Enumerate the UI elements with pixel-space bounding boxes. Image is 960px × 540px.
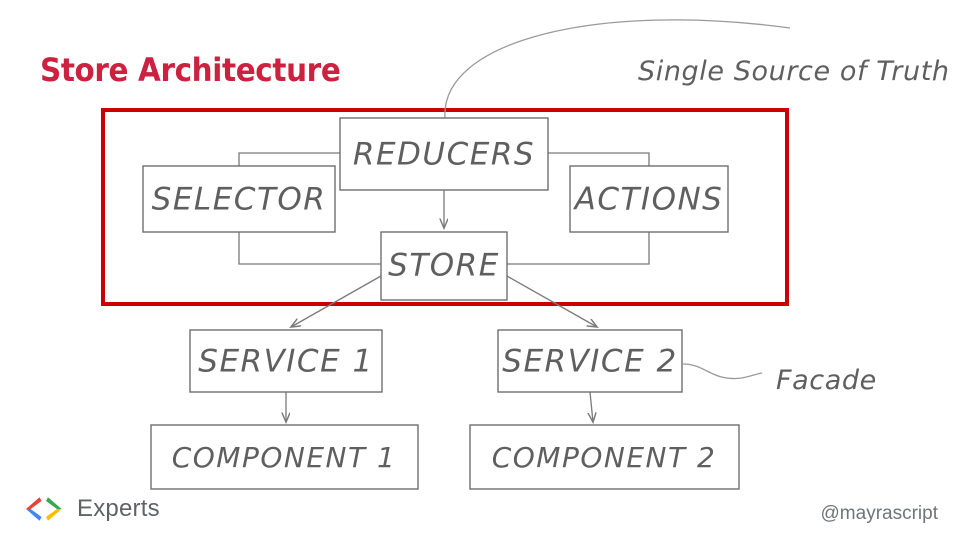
author-handle: @mayrascript bbox=[820, 503, 938, 524]
edge-service2-component2 bbox=[590, 391, 593, 422]
node-component2: COMPONENT 2 bbox=[469, 424, 740, 490]
node-label-service2: SERVICE 2 bbox=[502, 344, 677, 380]
node-store: STORE bbox=[380, 231, 508, 301]
node-selector: SELECTOR bbox=[142, 165, 336, 233]
node-service2: SERVICE 2 bbox=[497, 329, 683, 393]
annotation-single-source-of-truth: Single Source of Truth bbox=[638, 56, 950, 87]
node-label-service1: SERVICE 1 bbox=[198, 344, 373, 380]
edge-selector-reducers bbox=[238, 152, 340, 166]
edge-actions-reducers bbox=[548, 152, 650, 166]
node-label-selector: SELECTOR bbox=[152, 182, 327, 218]
annotation-facade: Facade bbox=[776, 365, 877, 396]
logo-label: Experts bbox=[77, 495, 160, 522]
node-label-reducers: REDUCERS bbox=[353, 137, 535, 173]
edge-store-service2 bbox=[506, 275, 597, 327]
edge-actions-store bbox=[507, 232, 650, 265]
google-developers-experts-chevrons-icon bbox=[26, 497, 62, 521]
node-label-actions: ACTIONS bbox=[573, 182, 724, 218]
node-component1: COMPONENT 1 bbox=[150, 424, 419, 490]
node-label-component1: COMPONENT 1 bbox=[172, 441, 397, 474]
node-actions: ACTIONS bbox=[569, 165, 729, 233]
leader-single-source-of-truth bbox=[444, 19, 791, 119]
leader-facade bbox=[682, 363, 763, 380]
node-label-store: STORE bbox=[388, 248, 500, 284]
node-reducers: REDUCERS bbox=[339, 117, 549, 191]
node-service1: SERVICE 1 bbox=[189, 329, 383, 393]
node-label-component2: COMPONENT 2 bbox=[492, 441, 717, 474]
edge-store-service1 bbox=[291, 275, 382, 327]
edge-selector-store bbox=[238, 232, 381, 265]
gde-experts-logo: Experts bbox=[22, 495, 160, 523]
page-title: Store Architecture bbox=[40, 51, 341, 89]
